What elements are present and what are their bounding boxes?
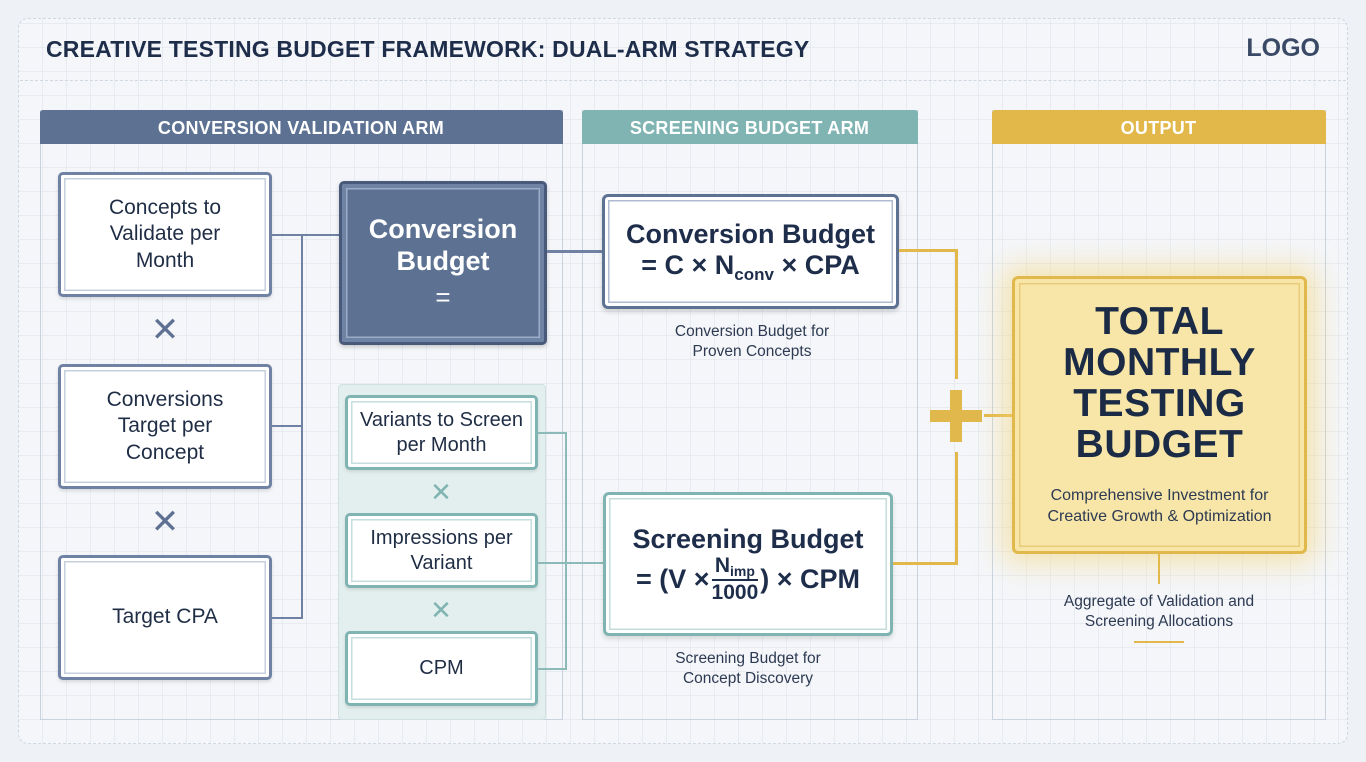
- connector-line: [547, 250, 602, 253]
- connector-line: [272, 425, 302, 427]
- total-budget-title: TOTAL MONTHLY TESTING BUDGET: [1063, 300, 1256, 467]
- screening-formula-title: Screening Budget: [632, 524, 864, 555]
- cpm-box: CPM: [345, 631, 538, 706]
- screening-arm-panel: SCREENING BUDGET ARM: [581, 110, 918, 720]
- connector-line: [538, 432, 566, 434]
- total-budget-box: TOTAL MONTHLY TESTING BUDGET Comprehensi…: [1012, 276, 1307, 554]
- conversion-budget-box: Conversion Budget =: [339, 181, 547, 345]
- output-panel: OUTPUT: [991, 110, 1326, 720]
- total-budget-subtitle: Comprehensive Investment for Creative Gr…: [1047, 487, 1272, 525]
- connector-line: [538, 562, 604, 564]
- connector-line: [301, 234, 303, 619]
- conversion-formula-expression: = C × Nconv × CPA: [641, 249, 860, 284]
- connector-line: [272, 234, 302, 236]
- target-cpa-box: Target CPA: [58, 555, 272, 680]
- screening-formula-box: Screening Budget = (V × Nimp 1000 ) × CP…: [603, 492, 893, 636]
- connector-line: [565, 432, 567, 670]
- plus-icon: [930, 390, 982, 442]
- connector-line: [538, 668, 566, 670]
- conversion-formula-title: Conversion Budget: [625, 218, 875, 249]
- multiply-icon: ✕: [430, 595, 452, 625]
- connector-line: [301, 234, 339, 236]
- output-header: OUTPUT: [991, 110, 1326, 144]
- merge-line: [955, 452, 958, 565]
- multiply-icon: ✕: [150, 311, 180, 349]
- merge-line: [893, 562, 958, 565]
- variants-to-screen-box: Variants to Screen per Month: [345, 395, 538, 470]
- conversion-arm-panel: CONVERSION VALIDATION ARM: [39, 110, 563, 720]
- multiply-icon: ✕: [430, 477, 452, 507]
- screening-formula-caption: Screening Budget for Concept Discovery: [675, 650, 821, 688]
- logo: LOGO: [1246, 34, 1320, 62]
- screening-arm-header: SCREENING BUDGET ARM: [581, 110, 918, 144]
- conversion-formula-caption: Conversion Budget for Proven Concepts: [674, 323, 830, 361]
- header-divider: [20, 80, 1346, 81]
- multiply-icon: ✕: [150, 503, 180, 541]
- output-caption: Aggregate of Validation and Screening Al…: [1063, 593, 1255, 631]
- impressions-per-variant-box: Impressions per Variant: [345, 513, 538, 588]
- conversion-formula-box: Conversion Budget = C × Nconv × CPA: [602, 194, 899, 309]
- fraction: Nimp 1000: [711, 554, 759, 604]
- conversion-budget-line2: Budget: [396, 246, 490, 277]
- conversion-budget-equals: =: [435, 281, 451, 312]
- connector-line: [272, 617, 302, 619]
- merge-line: [899, 249, 957, 252]
- merge-line: [955, 249, 958, 379]
- output-connector: [1158, 554, 1160, 584]
- conversions-target-box: Conversions Target per Concept: [58, 364, 272, 489]
- page-title: CREATIVE TESTING BUDGET FRAMEWORK: DUAL-…: [46, 36, 810, 62]
- conversion-budget-line1: Conversion: [368, 214, 518, 245]
- screening-formula-expression: = (V × Nimp 1000 ) × CPM: [635, 554, 861, 604]
- concepts-to-validate-box: Concepts to Validate per Month: [58, 172, 272, 297]
- output-underline: [1134, 641, 1184, 643]
- conversion-arm-header: CONVERSION VALIDATION ARM: [39, 110, 563, 144]
- merge-line: [984, 414, 1012, 417]
